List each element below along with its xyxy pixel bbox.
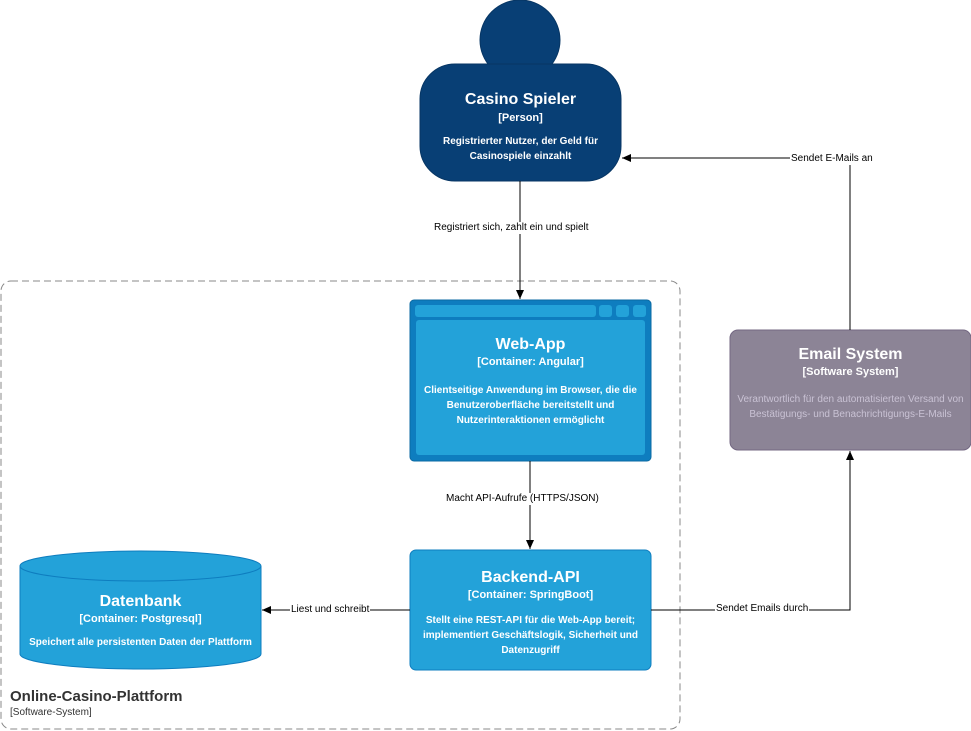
webapp-description: Clientseitige Anwendung im Browser, die … bbox=[424, 385, 637, 426]
person-node[interactable]: Casino Spieler [Person] Registrierter Nu… bbox=[420, 64, 621, 181]
backend-type: [Container: SpringBoot] bbox=[467, 589, 594, 601]
edge-backend-to-email bbox=[651, 451, 854, 611]
person-type: [Person] bbox=[498, 112, 543, 124]
database-shape[interactable] bbox=[19, 550, 262, 670]
person-title: Casino Spieler bbox=[464, 91, 577, 108]
backend-title: Backend-API bbox=[481, 569, 580, 586]
database-description: Speichert alle persistenten Daten der Pl… bbox=[29, 637, 252, 648]
webapp-window-button bbox=[633, 305, 646, 317]
database-rim bbox=[19, 565, 262, 582]
boundary-type: [Software-System] bbox=[10, 707, 92, 718]
edge-label-backend-to-database: Liest und schreibt bbox=[290, 604, 371, 616]
email-description: Verantwortlich für den automatisierten V… bbox=[737, 394, 964, 420]
email-title: Email System bbox=[798, 346, 903, 363]
boundary-title: Online-Casino-Plattform bbox=[10, 688, 183, 705]
email-node[interactable]: Email System [Software System] Verantwor… bbox=[730, 330, 971, 450]
system-boundary bbox=[0, 280, 681, 730]
database-title: Datenbank bbox=[99, 593, 182, 610]
edge-label-email-to-person: Sendet E-Mails an bbox=[790, 153, 874, 165]
database-type: [Container: Postgresql] bbox=[79, 613, 202, 625]
email-type: [Software System] bbox=[802, 366, 899, 378]
webapp-content-area bbox=[416, 320, 645, 455]
edge-label-person-to-webapp: Registriert sich, zahlt ein und spielt bbox=[433, 222, 590, 234]
database-body bbox=[19, 550, 262, 670]
database-node[interactable]: Datenbank [Container: Postgresql] Speich… bbox=[20, 551, 261, 669]
edge-email-to-person bbox=[622, 154, 851, 330]
person-shape[interactable] bbox=[419, 0, 622, 182]
backend-description: Stellt eine REST-API für die Web-App ber… bbox=[422, 615, 639, 656]
edge-label-backend-to-email: Sendet Emails durch bbox=[715, 603, 810, 615]
webapp-title: Web-App bbox=[495, 336, 566, 353]
webapp-node[interactable]: Web-App [Container: Angular] Clientseiti… bbox=[416, 318, 645, 455]
webapp-shape[interactable] bbox=[409, 299, 652, 462]
edge-label-webapp-to-backend: Macht API-Aufrufe (HTTPS/JSON) bbox=[445, 493, 600, 505]
backend-node[interactable]: Backend-API [Container: SpringBoot] Stel… bbox=[410, 550, 651, 670]
webapp-window-button bbox=[599, 305, 612, 317]
person-description: Registrierter Nutzer, der Geld für Casin… bbox=[442, 136, 599, 162]
webapp-address-bar bbox=[415, 305, 596, 317]
webapp-type: [Container: Angular] bbox=[477, 356, 584, 368]
webapp-window-button bbox=[616, 305, 629, 317]
